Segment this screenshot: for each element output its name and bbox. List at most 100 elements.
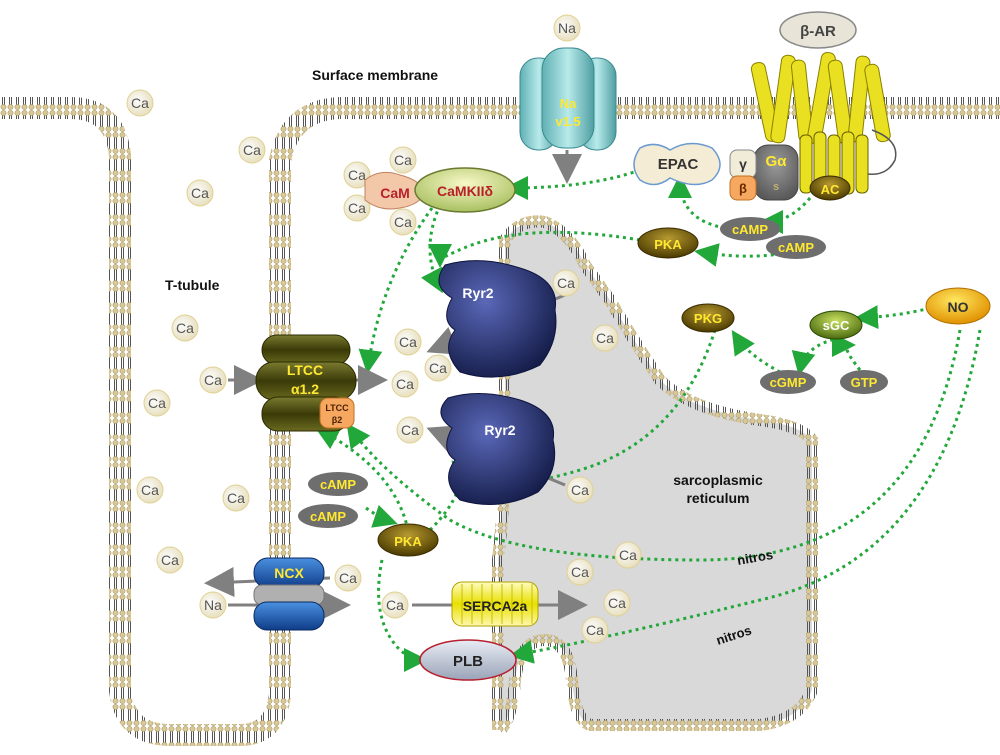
ca-ion: Ca [614, 541, 642, 569]
svg-text:Ca: Ca [176, 320, 194, 336]
svg-text:Ca: Ca [131, 95, 149, 111]
svg-text:Gα: Gα [766, 153, 788, 170]
sgc-enzyme: sGC [809, 310, 863, 340]
arrow-pka-to-plb [377, 559, 428, 672]
svg-text:cAMP: cAMP [310, 509, 346, 524]
ca-ion: Ca [186, 179, 214, 207]
serca2a-pump: SERCA2a [451, 581, 539, 627]
label-nitros-upper: nitros [736, 547, 774, 568]
adenylyl-cyclase: AC [799, 131, 869, 201]
camp-molecule-left: cAMP [308, 472, 368, 496]
svg-text:α1.2: α1.2 [291, 381, 319, 397]
arrow-gtp-to-cgmp [831, 333, 862, 371]
svg-text:Ca: Ca [399, 334, 417, 350]
svg-text:Ca: Ca [148, 395, 166, 411]
ca-ion: Ca [391, 370, 419, 398]
svg-text:NCX: NCX [274, 565, 304, 581]
svg-text:β: β [739, 181, 747, 196]
svg-text:Na: Na [560, 96, 577, 111]
svg-text:EPAC: EPAC [658, 156, 699, 173]
svg-text:Ca: Ca [161, 552, 179, 568]
svg-text:cAMP: cAMP [320, 477, 356, 492]
svg-text:LTCC: LTCC [325, 403, 349, 413]
svg-text:Ca: Ca [586, 622, 604, 638]
no-molecule: NO [925, 287, 991, 325]
svg-text:Na: Na [204, 597, 222, 613]
svg-text:Ca: Ca [401, 422, 419, 438]
svg-text:Ca: Ca [227, 490, 245, 506]
svg-text:Ca: Ca [348, 200, 366, 216]
svg-text:Ca: Ca [348, 167, 366, 183]
g-protein: Gα s γ β [729, 144, 799, 201]
svg-text:Ca: Ca [191, 185, 209, 201]
label-sr-line2: reticulum [686, 490, 749, 506]
ca-ion: Ca [126, 89, 154, 117]
svg-text:Ca: Ca [608, 595, 626, 611]
arrow-ac-to-camp [759, 197, 812, 234]
ryr2-channel-top: Ryr2 [438, 260, 557, 378]
svg-text:Ca: Ca [394, 152, 412, 168]
ca-ion: Ca [156, 546, 184, 574]
svg-text:Ca: Ca [596, 330, 614, 346]
svg-text:β-AR: β-AR [800, 23, 836, 40]
ryr2-channel-bottom: Ryr2 [440, 392, 556, 505]
ca-ion: Ca [552, 269, 580, 297]
ca-ion: Ca [603, 589, 631, 617]
svg-text:γ: γ [739, 156, 747, 172]
svg-text:PKA: PKA [654, 237, 682, 252]
svg-text:Ca: Ca [571, 482, 589, 498]
camp-molecule: cAMP [720, 217, 780, 241]
svg-text:Ca: Ca [571, 564, 589, 580]
svg-text:β2: β2 [332, 415, 343, 425]
na-ion: Na [553, 14, 581, 42]
ncx-exchanger: NCX [253, 557, 325, 631]
label-surface-membrane: Surface membrane [312, 67, 438, 83]
svg-text:CaMKIIδ: CaMKIIδ [437, 183, 493, 199]
cgmp-molecule: cGMP [760, 370, 816, 394]
svg-text:Ca: Ca [243, 142, 261, 158]
pka-kinase-top: PKA [637, 227, 699, 259]
ca-ion: Ca [591, 324, 619, 352]
svg-text:Ca: Ca [204, 372, 222, 388]
svg-text:PKG: PKG [694, 311, 722, 326]
arrow-camp-to-pka [694, 243, 809, 267]
ca-ion: Ca [389, 146, 417, 174]
arrow-epac-to-camkii [504, 168, 641, 200]
camp-molecule-left: cAMP [298, 504, 358, 528]
ca-ion: Ca [394, 328, 422, 356]
svg-text:Ca: Ca [396, 376, 414, 392]
ca-ions: Ca Ca Ca Ca Ca Ca Ca Ca Ca Ca Ca Ca Ca C… [126, 89, 642, 644]
svg-text:cAMP: cAMP [778, 240, 814, 255]
svg-text:Ca: Ca [557, 275, 575, 291]
svg-text:s: s [773, 181, 779, 193]
beta-ar-receptor: β-AR [750, 11, 897, 175]
svg-text:Ca: Ca [429, 360, 447, 376]
ca-ion: Ca [389, 208, 417, 236]
arrow-sgc-to-cgmp [791, 336, 841, 376]
ca-ion: Ca [199, 366, 227, 394]
svg-text:AC: AC [821, 182, 840, 197]
ltcc-beta2-subunit: LTCC β2 [319, 397, 355, 429]
svg-text:PKA: PKA [394, 534, 422, 549]
svg-text:Ryr2: Ryr2 [462, 285, 493, 301]
ca-ion: Ca [396, 416, 424, 444]
arrow-cgmp-to-pkg [731, 329, 781, 374]
camp-molecule: cAMP [766, 235, 826, 259]
na-ions: Na Na [199, 14, 581, 619]
ca-ion: Ca [581, 616, 609, 644]
plb-phospholamban: PLB [419, 639, 517, 681]
gtp-molecule: GTP [840, 370, 888, 394]
svg-text:SERCA2a: SERCA2a [463, 598, 528, 614]
svg-text:LTCC: LTCC [287, 362, 323, 378]
svg-text:Ca: Ca [141, 482, 159, 498]
cam-camkii-complex: CaM CaMKIIδ [364, 167, 516, 213]
epac: EPAC [633, 142, 721, 186]
pka-kinase-left: PKA [377, 523, 439, 557]
svg-text:PLB: PLB [453, 653, 483, 670]
svg-text:Ca: Ca [339, 570, 357, 586]
nav15-channel: Na v1.5 [519, 47, 617, 151]
ca-ion: Ca [424, 354, 452, 382]
ca-ion: Ca [171, 314, 199, 342]
svg-text:Ca: Ca [619, 547, 637, 563]
